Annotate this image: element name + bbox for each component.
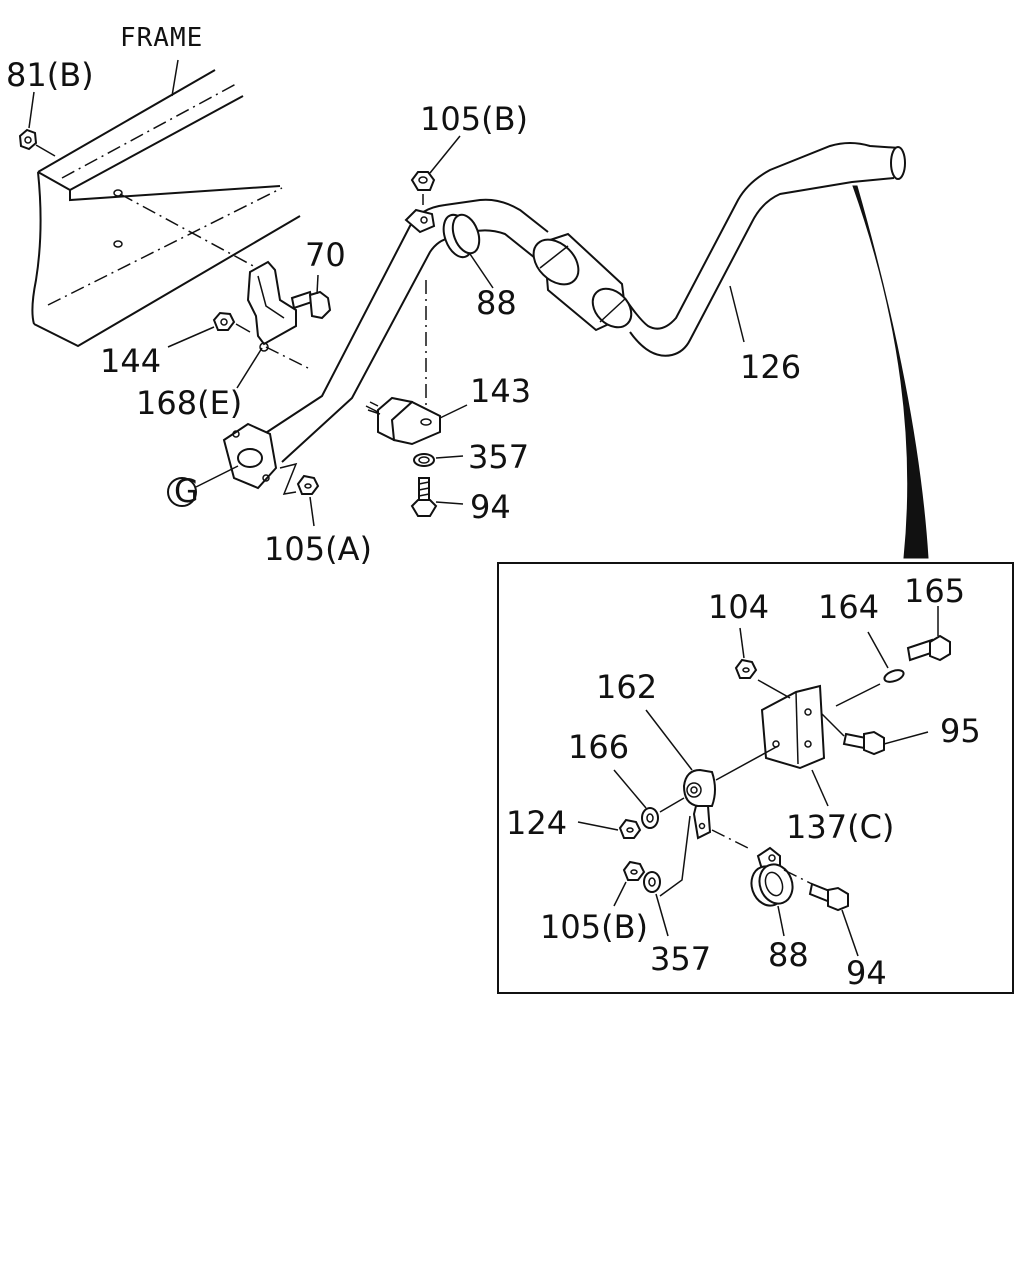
label-168e: 168(E) [136, 384, 242, 422]
washer-357-top [413, 453, 464, 467]
hanger-bracket [167, 260, 332, 389]
bolt-94-top [410, 477, 464, 517]
label-70: 70 [305, 236, 346, 274]
flange-g [167, 422, 278, 507]
nut-105a [279, 462, 320, 527]
nut-81b [18, 91, 56, 157]
clamp-88-top [404, 208, 494, 289]
nut-105b-top [410, 135, 461, 205]
label-94-top: 94 [470, 488, 511, 526]
detail-inset-box [497, 562, 1014, 994]
label-104: 104 [708, 588, 769, 626]
label-94-inset: 94 [846, 954, 887, 992]
label-357-inset: 357 [650, 940, 711, 978]
label-166: 166 [568, 728, 629, 766]
rubber-hanger-143 [365, 396, 468, 446]
label-105b-top: 105(B) [420, 100, 528, 138]
label-165: 165 [904, 572, 965, 610]
label-126: 126 [740, 348, 801, 386]
label-95: 95 [940, 712, 981, 750]
label-357-top: 357 [468, 438, 529, 476]
label-143: 143 [470, 372, 531, 410]
label-144: 144 [100, 342, 161, 380]
label-88-top: 88 [476, 284, 517, 322]
inset-pointer [852, 185, 929, 559]
exhaust-pipe-126 [257, 142, 906, 463]
inset-parts [577, 606, 951, 957]
label-g: G [174, 472, 199, 510]
frame-rail [31, 59, 301, 348]
label-162: 162 [596, 668, 657, 706]
label-81b: 81(B) [6, 56, 94, 94]
label-164: 164 [818, 588, 879, 626]
label-frame: FRAME [120, 23, 203, 53]
label-88-inset: 88 [768, 936, 809, 974]
label-105b-inset: 105(B) [540, 908, 648, 946]
label-137c: 137(C) [786, 808, 894, 846]
label-124: 124 [506, 804, 567, 842]
label-105a: 105(A) [264, 530, 372, 568]
